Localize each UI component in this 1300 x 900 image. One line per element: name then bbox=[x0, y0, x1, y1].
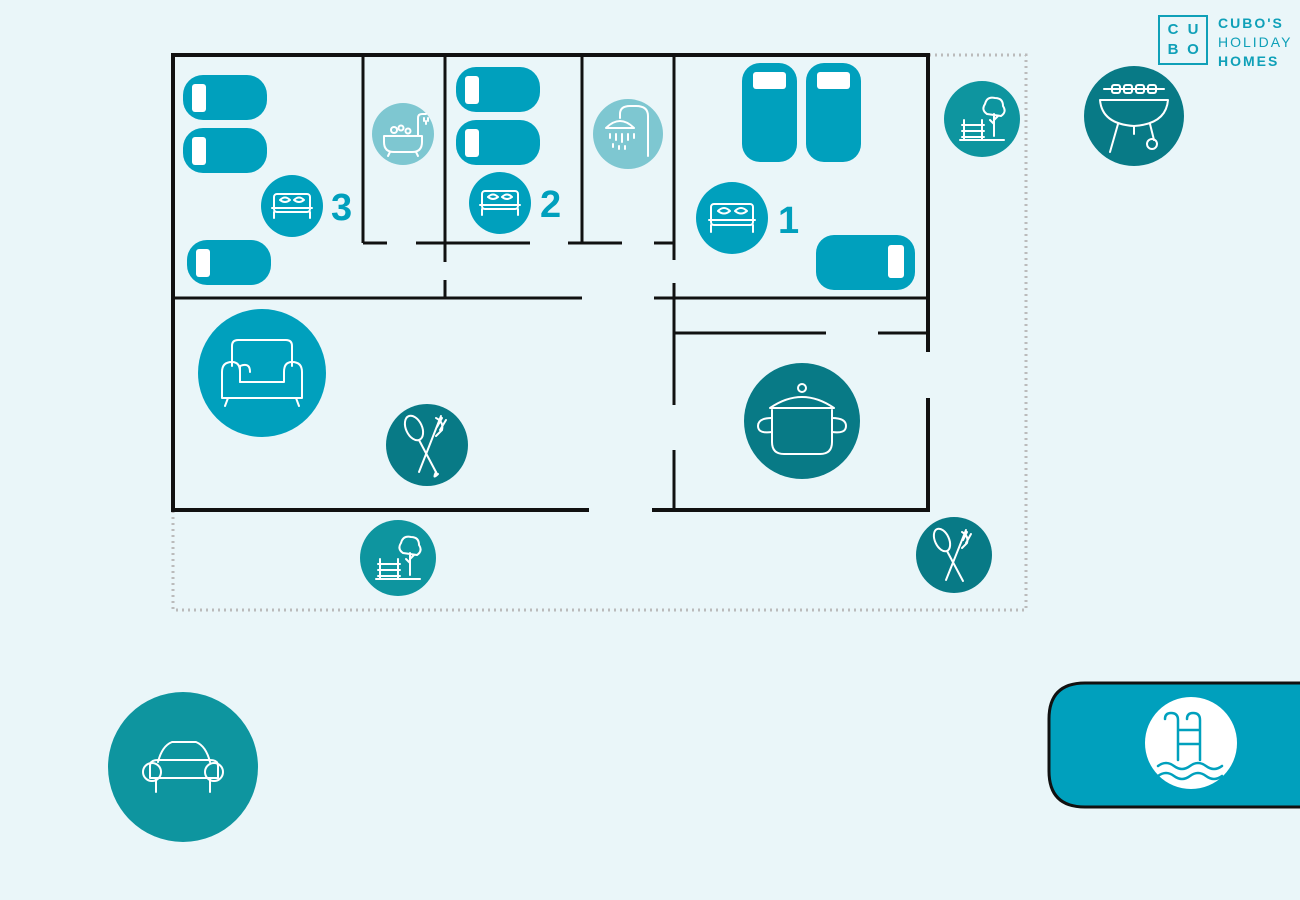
logo-letter: B bbox=[1167, 41, 1179, 58]
parking-badge bbox=[108, 692, 258, 842]
bed-icon bbox=[271, 193, 313, 219]
beds bbox=[183, 63, 915, 290]
shower-badge bbox=[593, 99, 663, 169]
single-bed bbox=[806, 63, 861, 162]
single-bed bbox=[187, 240, 271, 285]
garden-badge bbox=[944, 81, 1020, 157]
logo-wordmark: CUBO'S HOLIDAY HOMES bbox=[1218, 14, 1292, 71]
bed-icon bbox=[479, 190, 521, 216]
bedroom-3-badge: 3 bbox=[261, 175, 352, 237]
garden-icon bbox=[375, 535, 422, 580]
cooking-pot-icon bbox=[757, 383, 847, 455]
swimming-pool bbox=[1047, 681, 1300, 809]
car-icon bbox=[142, 741, 224, 793]
bedroom-number: 3 bbox=[331, 187, 352, 229]
pool-icon bbox=[1156, 711, 1224, 781]
logo-mark: C U B O bbox=[1158, 15, 1208, 65]
single-bed bbox=[183, 128, 267, 173]
cutlery-icon bbox=[932, 527, 972, 582]
logo-letter: U bbox=[1187, 21, 1199, 38]
logo-letter: O bbox=[1187, 41, 1199, 58]
bedroom-1-badge: 1 bbox=[696, 182, 799, 254]
bedroom-2-badge: 2 bbox=[469, 172, 561, 234]
shower-icon bbox=[605, 105, 649, 157]
sofa-icon bbox=[221, 339, 303, 407]
bed-icon bbox=[708, 203, 756, 233]
garden-icon bbox=[959, 96, 1006, 141]
single-bed bbox=[456, 120, 540, 165]
logo-line-2: HOLIDAY bbox=[1218, 34, 1293, 50]
terrace-dining-badge bbox=[916, 517, 992, 593]
single-bed bbox=[456, 67, 540, 112]
logo-line-1: CUBO'S bbox=[1218, 15, 1284, 31]
house-walls bbox=[171, 53, 930, 512]
bedroom-number: 1 bbox=[778, 200, 799, 242]
barbecue-badge bbox=[1084, 66, 1184, 166]
sofa-badge bbox=[198, 309, 326, 437]
logo-letter: C bbox=[1167, 21, 1179, 38]
single-bed bbox=[816, 235, 915, 290]
garden-badge bbox=[360, 520, 436, 596]
single-bed bbox=[183, 75, 267, 120]
bedroom-number: 2 bbox=[540, 184, 561, 226]
cutlery-icon bbox=[403, 414, 447, 478]
single-bed bbox=[742, 63, 797, 162]
bathtub-icon bbox=[383, 113, 429, 157]
kitchen-badge bbox=[744, 363, 860, 479]
barbecue-icon bbox=[1099, 84, 1169, 153]
logo-line-3: HOMES bbox=[1218, 53, 1280, 69]
bathtub-badge bbox=[372, 103, 434, 165]
dining-badge bbox=[386, 404, 468, 486]
